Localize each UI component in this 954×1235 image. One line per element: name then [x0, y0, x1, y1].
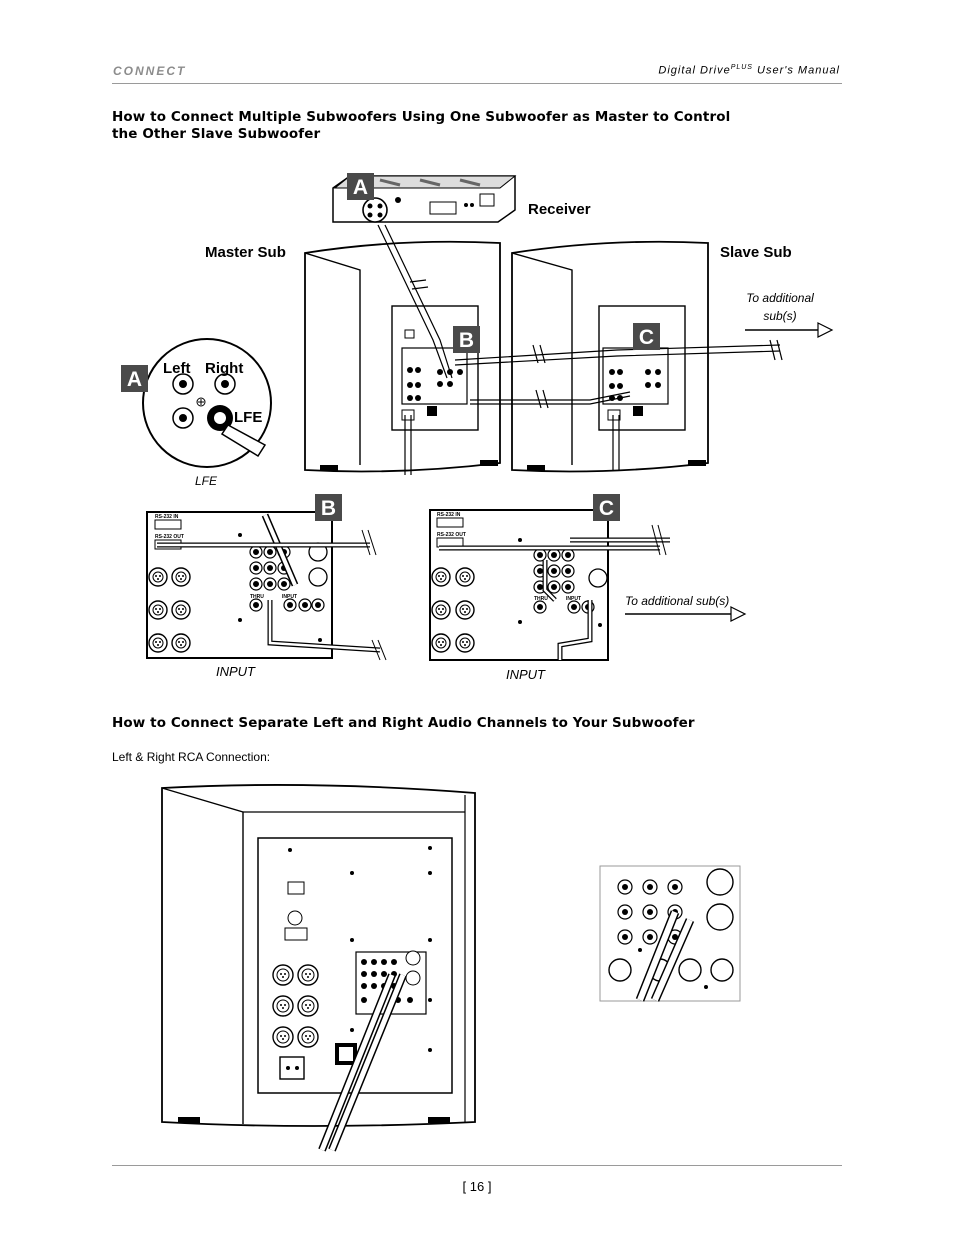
callout-b-panel-label: B	[321, 497, 336, 520]
section2-subtext: Left & Right RCA Connection:	[112, 750, 271, 764]
callout-b-mid	[453, 326, 480, 353]
rs232-out-label-c: RS-232 OUT	[437, 532, 466, 538]
lfe-detail-circle	[142, 338, 272, 468]
rs232-in-label-c: RS-232 IN	[437, 512, 461, 518]
subwoofer-rear	[161, 784, 476, 1152]
callout-a-top	[347, 173, 374, 200]
cable-breaks	[409, 279, 549, 409]
section-label: CONNECT	[113, 64, 187, 78]
callout-c-panel-label: C	[599, 497, 614, 520]
rs232-in-label-b: RS-232 IN	[155, 514, 179, 520]
callout-c-mid	[633, 323, 660, 350]
callout-c-mid-label: C	[639, 326, 654, 349]
input-caption-c: INPUT	[506, 667, 546, 682]
master-slave-diagram: A Receiver Master Sub	[121, 173, 834, 682]
rca-detail-inset	[599, 865, 741, 1002]
slave-sub-label: Slave Sub	[720, 244, 792, 261]
section1-heading: How to Connect Multiple Subwoofers Using…	[112, 109, 731, 142]
callout-a-top-label: A	[353, 176, 368, 199]
input-small-label-b: INPUT	[282, 594, 297, 600]
callout-a-left	[121, 365, 148, 392]
input-small-label-c: INPUT	[566, 596, 581, 602]
master-sub-label: Master Sub	[205, 244, 286, 261]
lr-rca-diagram	[161, 784, 741, 1152]
right-label: Right	[205, 360, 243, 377]
callout-a-left-label: A	[127, 368, 142, 391]
arrow-top-head	[817, 322, 834, 338]
lfe-caption: LFE	[195, 474, 218, 488]
section2-heading: How to Connect Separate Left and Right A…	[112, 715, 695, 731]
additional-subs-label-top-line2: sub(s)	[763, 309, 796, 323]
header-rule	[112, 83, 842, 84]
arrow-c-head	[730, 606, 747, 622]
left-label: Left	[163, 360, 191, 377]
callout-b-mid-label: B	[459, 329, 474, 352]
cables	[377, 224, 783, 475]
additional-subs-label-c: To additional sub(s)	[625, 594, 729, 608]
page-number: [ 16 ]	[462, 1179, 492, 1194]
additional-subs-label-top-line1: To additional	[746, 291, 814, 305]
callout-b-panel	[315, 494, 342, 521]
manual-title: Digital DrivePLUS User's Manual	[658, 64, 840, 77]
thru-label-b: THRU	[250, 594, 264, 600]
rs232-out-label-b: RS-232 OUT	[155, 534, 184, 540]
input-detail-b	[146, 511, 387, 661]
lfe-label: LFE	[234, 409, 262, 426]
footer-rule	[112, 1165, 842, 1166]
receiver-unit	[332, 175, 517, 223]
callout-c-panel	[593, 494, 620, 521]
receiver-label: Receiver	[528, 201, 591, 218]
input-caption-b: INPUT	[216, 664, 256, 679]
input-detail-c	[429, 509, 670, 661]
thru-label-c: THRU	[534, 596, 548, 602]
